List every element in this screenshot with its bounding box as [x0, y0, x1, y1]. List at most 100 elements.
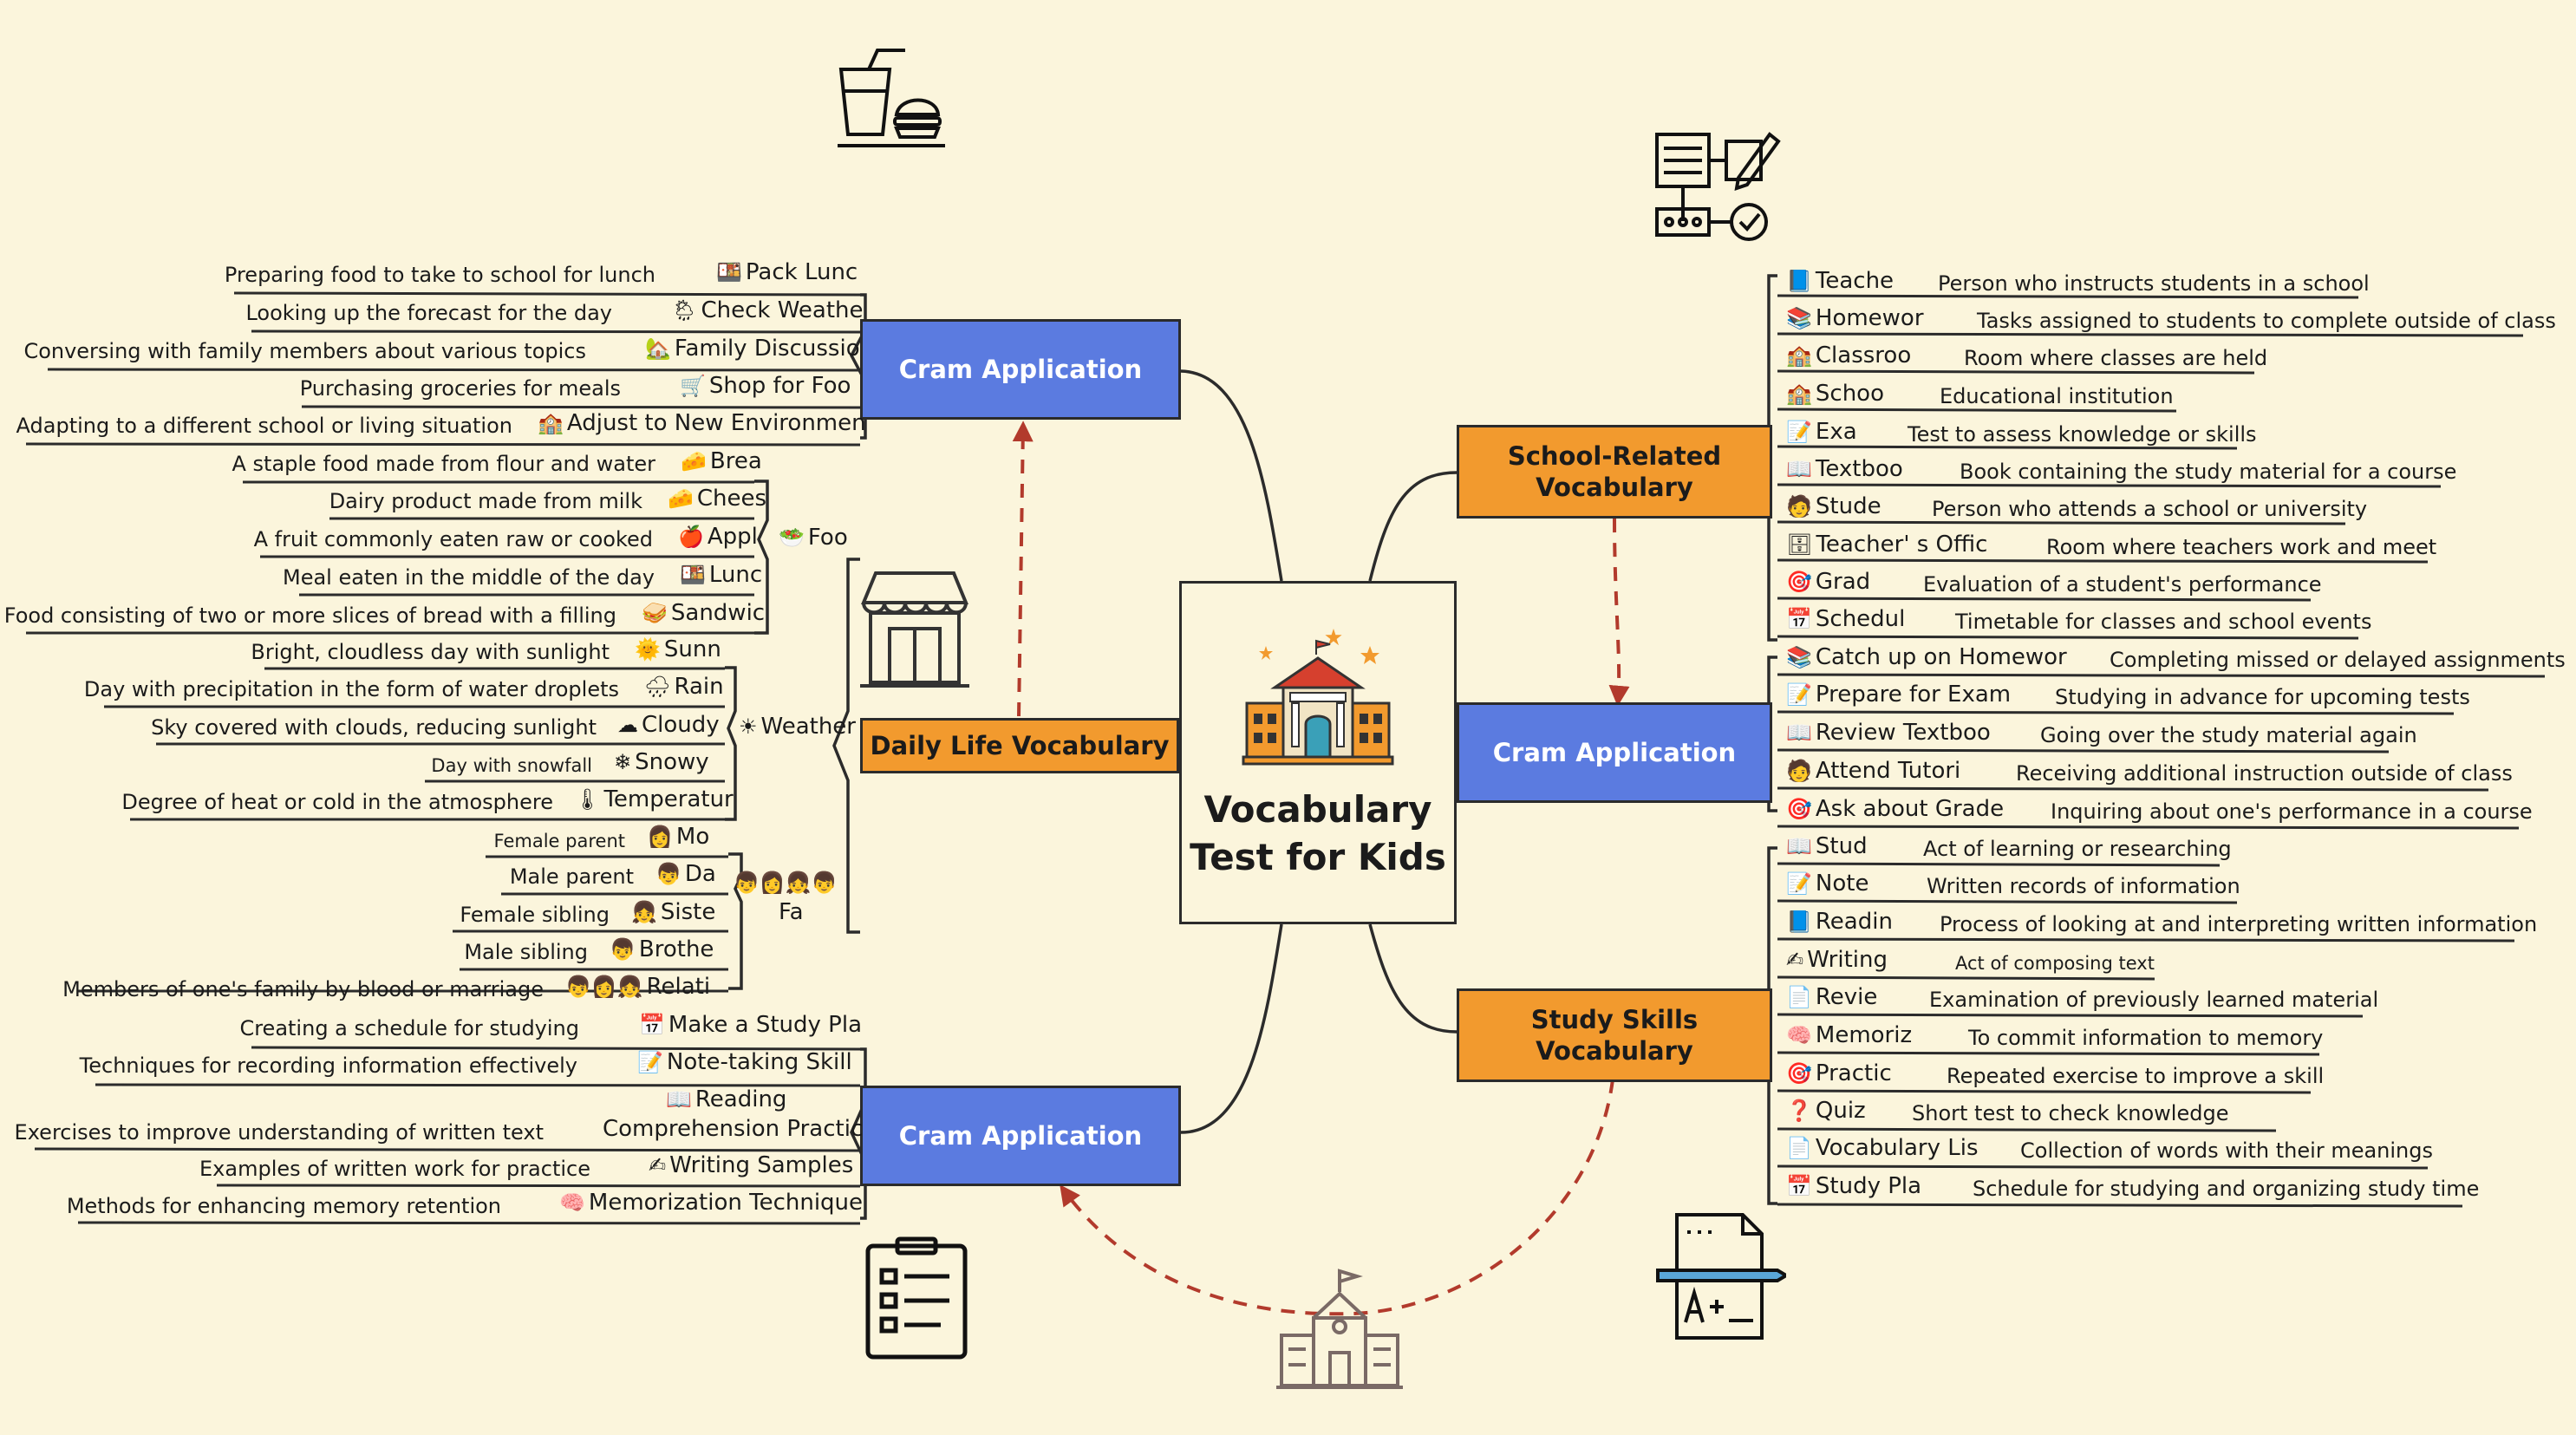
list-item[interactable]: 📅Schedul: [1786, 606, 1906, 632]
list-item[interactable]: Examples of written work for practice: [199, 1157, 590, 1181]
list-item[interactable]: 📄Revie: [1786, 984, 1878, 1010]
list-item[interactable]: 🧠Memorization Technique: [559, 1190, 864, 1216]
list-item[interactable]: Looking up the forecast for the day: [245, 301, 612, 325]
list-item[interactable]: Room where classes are held: [1964, 346, 2268, 370]
list-item[interactable]: 🧑Stude: [1786, 493, 1881, 519]
list-item[interactable]: 📘Teache: [1786, 268, 1895, 294]
list-item[interactable]: 📝Prepare for Exam: [1786, 682, 2012, 708]
list-item[interactable]: Schedule for studying and organizing stu…: [1973, 1177, 2480, 1201]
list-item[interactable]: Dairy product made from milk: [329, 489, 642, 513]
list-item[interactable]: A staple food made from flour and water: [232, 452, 655, 476]
list-item[interactable]: 👩Mo: [647, 824, 710, 850]
list-item[interactable]: 🧑Attend Tutori: [1786, 758, 1961, 784]
list-item[interactable]: To commit information to memory: [1968, 1026, 2324, 1050]
list-item[interactable]: Members of one's family by blood or marr…: [62, 977, 544, 1001]
list-item[interactable]: 👦Da: [655, 861, 716, 887]
list-item[interactable]: Day with snowfall: [431, 755, 592, 776]
list-item[interactable]: Preparing food to take to school for lun…: [224, 263, 655, 287]
list-item[interactable]: Room where teachers work and meet: [2046, 535, 2437, 559]
list-item[interactable]: Short test to check knowledge: [1912, 1101, 2229, 1125]
list-item[interactable]: Female sibling: [460, 903, 610, 927]
list-item[interactable]: 🌞Sunn: [635, 636, 721, 662]
list-item[interactable]: 🎯Ask about Grade: [1786, 796, 2005, 822]
list-item[interactable]: Food consisting of two or more slices of…: [3, 603, 616, 628]
list-item[interactable]: 🧠Memoriz: [1786, 1022, 1913, 1048]
list-item[interactable]: Male parent: [509, 864, 634, 889]
list-item[interactable]: 📝Note-taking Skill: [637, 1049, 852, 1075]
list-item[interactable]: 📚Homewor: [1786, 305, 1924, 331]
list-item[interactable]: ❓Quiz: [1786, 1098, 1866, 1124]
list-item[interactable]: 📖Textboo: [1786, 456, 1903, 482]
list-item[interactable]: 🎯Practic: [1786, 1060, 1892, 1086]
list-item[interactable]: 🌡Temperatur: [574, 786, 734, 812]
list-item[interactable]: Completing missed or delayed assignments: [2110, 648, 2566, 672]
list-item[interactable]: Sky covered with clouds, reducing sunlig…: [151, 715, 597, 740]
list-item[interactable]: Going over the study material again: [2040, 723, 2417, 747]
list-item[interactable]: Person who instructs students in a schoo…: [1938, 271, 2370, 296]
list-item[interactable]: Book containing the study material for a…: [1960, 460, 2457, 484]
list-item[interactable]: 📝Note: [1786, 871, 1869, 897]
list-item[interactable]: 🧀Brea: [681, 448, 762, 474]
list-item[interactable]: 📅Make a Study Pla: [639, 1012, 863, 1038]
list-item[interactable]: 👦Brothe: [610, 936, 714, 962]
list-item[interactable]: ❄Snowy: [614, 749, 709, 775]
list-item[interactable]: Male sibling: [464, 940, 588, 964]
list-item[interactable]: Techniques for recording information eff…: [79, 1053, 577, 1078]
list-item[interactable]: Timetable for classes and school events: [1955, 610, 2372, 634]
list-item[interactable]: ✍Writing: [1786, 947, 1888, 973]
list-item[interactable]: A fruit commonly eaten raw or cooked: [253, 527, 653, 551]
list-item[interactable]: 📄Vocabulary Lis: [1786, 1135, 1979, 1161]
list-item[interactable]: 🍱Pack Lunc: [716, 259, 858, 285]
list-item[interactable]: Receiving additional instruction outside…: [2016, 761, 2513, 786]
list-item[interactable]: 👧Siste: [631, 899, 716, 925]
list-item[interactable]: Adapting to a different school or living…: [16, 414, 512, 438]
list-item[interactable]: 🗄Teacher' s Offic: [1786, 532, 1988, 558]
list-item[interactable]: Inquiring about one's performance in a c…: [2051, 799, 2533, 824]
list-item[interactable]: 📖Stud: [1786, 833, 1868, 859]
center-node[interactable]: Vocabulary Test for Kids: [1179, 581, 1457, 924]
list-item[interactable]: Evaluation of a student's performance: [1923, 572, 2322, 597]
study-skills-vocabulary-node[interactable]: Study Skills Vocabulary: [1457, 988, 1772, 1082]
family-category[interactable]: Fa: [779, 900, 804, 924]
list-item[interactable]: 📅Study Pla: [1786, 1173, 1922, 1199]
list-item[interactable]: Purchasing groceries for meals: [299, 376, 621, 401]
list-item[interactable]: 🍎Appl: [678, 524, 758, 550]
list-item[interactable]: Written records of information: [1927, 874, 2240, 898]
list-item[interactable]: 👦👩👧Relati: [565, 974, 711, 1000]
list-item[interactable]: 🛒Shop for Foo: [680, 373, 851, 399]
list-item[interactable]: Studying in advance for upcoming tests: [2055, 685, 2470, 709]
list-item[interactable]: 🏫Schoo: [1786, 381, 1884, 407]
cram-application-top-left[interactable]: Cram Application: [860, 319, 1181, 420]
list-item[interactable]: ✍Writing Samples: [649, 1152, 854, 1178]
list-item[interactable]: Repeated exercise to improve a skill: [1947, 1064, 2325, 1088]
list-item[interactable]: 🍱Lunc: [680, 562, 763, 588]
school-related-vocabulary-node[interactable]: School-Related Vocabulary: [1457, 425, 1772, 519]
list-item[interactable]: 📝Exa: [1786, 419, 1857, 445]
list-item[interactable]: 🥪Sandwic: [642, 600, 766, 626]
list-item[interactable]: Female parent: [493, 831, 625, 851]
list-item[interactable]: Person who attends a school or universit…: [1932, 497, 2368, 521]
list-item[interactable]: Bright, cloudless day with sunlight: [251, 640, 610, 664]
list-item[interactable]: ☁Cloudy: [617, 712, 720, 738]
list-item[interactable]: Act of learning or researching: [1923, 837, 2232, 861]
list-item[interactable]: Educational institution: [1940, 384, 2174, 408]
list-item[interactable]: 🏫Classroo: [1786, 342, 1912, 369]
food-category[interactable]: 🥗Foo: [779, 525, 848, 550]
list-item[interactable]: Comprehension Practic: [603, 1116, 864, 1142]
list-item[interactable]: 📖Review Textboo: [1786, 720, 1991, 746]
list-item[interactable]: Act of composing text: [1955, 953, 2155, 974]
list-item[interactable]: Process of looking at and interpreting w…: [1940, 912, 2538, 936]
weather-category[interactable]: ☀Weather: [739, 714, 856, 739]
list-item[interactable]: Creating a schedule for studying: [239, 1016, 579, 1040]
list-item[interactable]: Examination of previously learned materi…: [1929, 988, 2379, 1012]
list-item[interactable]: Degree of heat or cold in the atmosphere: [121, 790, 553, 814]
list-item[interactable]: Day with precipitation in the form of wa…: [83, 677, 619, 701]
list-item[interactable]: 🏡Family Discussio: [645, 336, 860, 362]
list-item[interactable]: 🧀Chees: [668, 486, 767, 512]
list-item[interactable]: Collection of words with their meanings: [2020, 1138, 2434, 1163]
list-item[interactable]: Conversing with family members about var…: [23, 339, 586, 363]
list-item[interactable]: 🏫Adjust to New Environmen: [538, 410, 866, 436]
list-item[interactable]: Meal eaten in the middle of the day: [283, 565, 655, 590]
cram-application-bottom-left[interactable]: Cram Application: [860, 1086, 1181, 1186]
list-item[interactable]: Test to assess knowledge or skills: [1908, 422, 2257, 447]
